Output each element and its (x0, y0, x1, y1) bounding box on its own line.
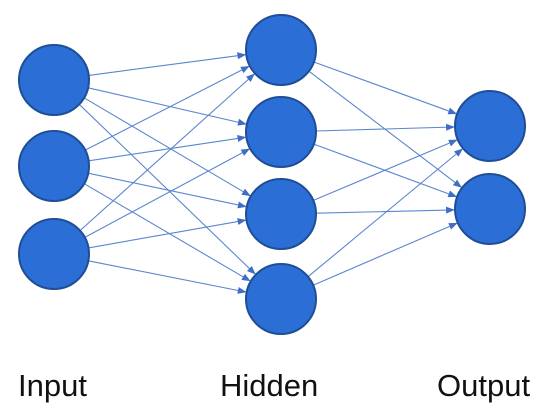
edge-input-3-to-hidden-1 (79, 73, 255, 232)
edge-input-1-to-hidden-1 (88, 52, 247, 76)
neuron-nodes (18, 14, 526, 335)
edge-input-1-to-hidden-3 (83, 97, 251, 197)
hidden-node-2 (245, 96, 317, 168)
output-layer-label: Output (437, 368, 531, 403)
input-node-1 (18, 44, 90, 116)
input-node-2 (18, 130, 90, 202)
edge-input-2-to-hidden-1 (84, 65, 250, 151)
edge-input-1-to-hidden-4 (78, 103, 256, 275)
edge-input-1-to-hidden-2 (87, 87, 247, 126)
hidden-node-3 (245, 178, 317, 250)
input-node-3 (18, 218, 90, 290)
hidden-layer-label: Hidden (220, 368, 319, 403)
input-layer-label: Input (18, 368, 87, 403)
output-node-2 (454, 173, 526, 245)
hidden-node-4 (245, 263, 317, 335)
edge-input-3-to-hidden-2 (84, 148, 251, 238)
edge-hidden-1-to-output-1 (313, 61, 458, 115)
edge-hidden-3-to-output-2 (315, 206, 455, 214)
edge-hidden-2-to-output-1 (315, 123, 455, 132)
edge-hidden-3-to-output-1 (313, 139, 458, 201)
edge-input-3-to-hidden-4 (88, 260, 247, 294)
output-node-1 (454, 90, 526, 162)
edge-input-2-to-hidden-2 (88, 134, 247, 162)
edge-hidden-4-to-output-2 (312, 222, 458, 286)
edge-input-2-to-hidden-4 (83, 183, 251, 282)
edge-input-2-to-hidden-3 (88, 172, 247, 209)
connection-edges (78, 52, 463, 294)
edge-hidden-4-to-output-1 (307, 148, 463, 278)
hidden-node-1 (245, 14, 317, 86)
edge-input-3-to-hidden-3 (88, 218, 247, 249)
